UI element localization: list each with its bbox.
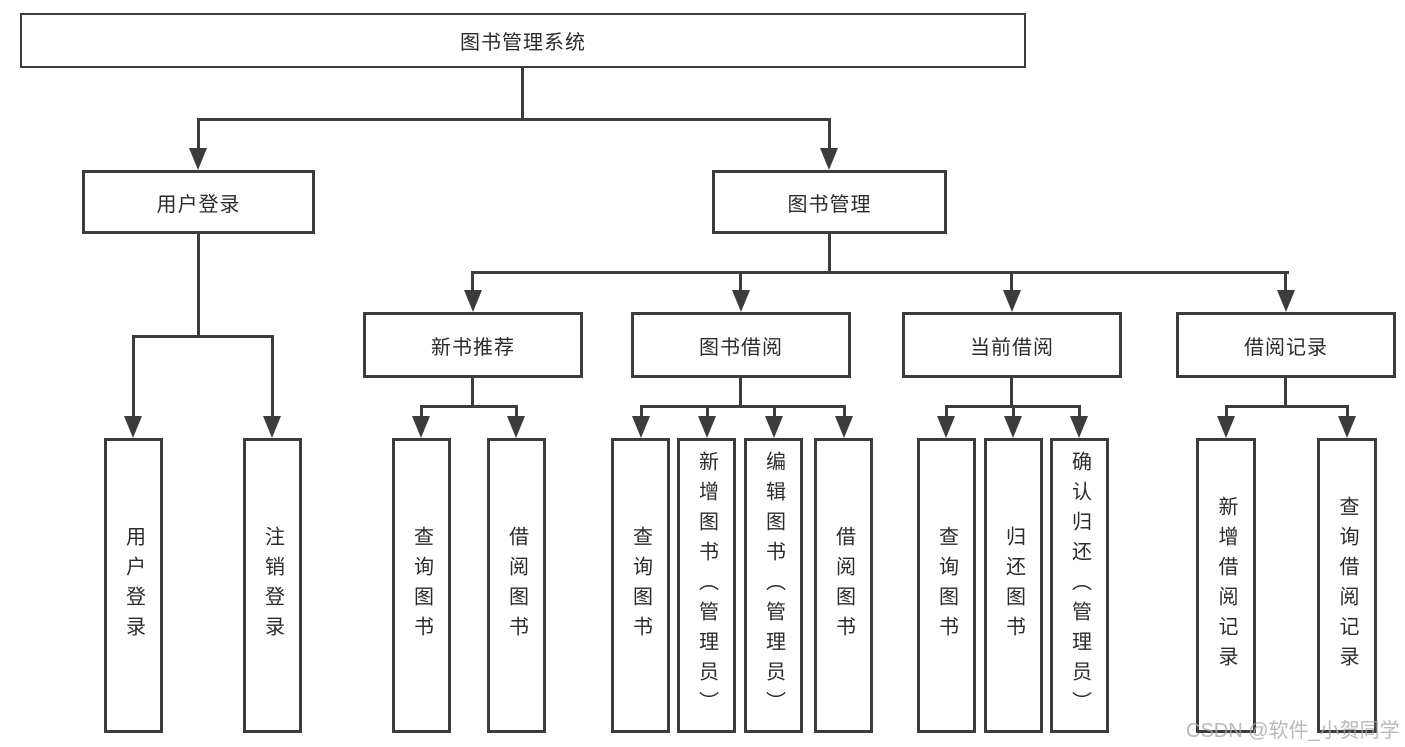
node-label: 查询图书	[935, 525, 958, 646]
node-label: 归还图书	[1002, 525, 1025, 646]
leaf-query-books-current: 查询图书	[917, 438, 976, 733]
connector-drop	[515, 405, 518, 419]
leaf-logout: 注销登录	[243, 438, 302, 733]
arrowhead-icon	[820, 148, 838, 170]
connector-drop	[1225, 405, 1228, 419]
leaf-add-books-admin: 新增图书（管理员）	[677, 438, 736, 733]
node-label: 新增借阅记录	[1215, 495, 1237, 676]
connector-borrow-records-stem	[1284, 378, 1287, 407]
connector-root-split	[197, 118, 831, 121]
node-borrow-records: 借阅记录	[1176, 312, 1396, 378]
arrowhead-icon	[632, 416, 650, 438]
arrowhead-icon	[937, 416, 955, 438]
csdn-watermark: CSDN @软件_小贺同学	[1186, 720, 1400, 742]
node-label: 图书借阅	[699, 336, 783, 359]
node-label: 查询图书	[410, 525, 433, 646]
node-label: 当前借阅	[970, 336, 1054, 359]
connector-drop	[1078, 405, 1081, 419]
connector-drop	[1346, 405, 1349, 419]
node-current-borrowing: 当前借阅	[902, 312, 1122, 378]
connector-drop-leaf-user-login	[132, 335, 135, 419]
connector-drop	[640, 405, 643, 419]
connector-drop	[843, 405, 846, 419]
arrowhead-icon	[1217, 416, 1235, 438]
connector-borrow-records-split	[1225, 405, 1349, 408]
node-label: 借阅图书	[832, 525, 855, 646]
arrowhead-icon	[189, 148, 207, 170]
arrowhead-icon	[124, 416, 142, 438]
connector-drop	[706, 405, 709, 419]
node-label: 用户登录	[156, 193, 241, 216]
connector-book-management-split	[471, 271, 1289, 274]
connector-new-book-split	[420, 405, 518, 408]
arrowhead-icon	[732, 290, 750, 312]
leaf-confirm-return-admin: 确认归还（管理员）	[1050, 438, 1109, 733]
node-label: 借阅记录	[1244, 336, 1328, 359]
node-label: 新书推荐	[431, 336, 515, 359]
leaf-query-borrow-record: 查询借阅记录	[1317, 438, 1377, 733]
arrowhead-icon	[507, 416, 525, 438]
arrowhead-icon	[412, 416, 430, 438]
arrowhead-icon	[835, 416, 853, 438]
node-label: 查询图书	[629, 525, 652, 646]
connector-drop	[1012, 405, 1015, 419]
node-label: 查询借阅记录	[1336, 495, 1358, 676]
node-label: 编辑图书（管理员）	[762, 450, 785, 721]
node-label: 图书管理	[787, 193, 872, 216]
connector-drop-book-borrowing	[739, 271, 742, 293]
connector-drop-book-management	[828, 118, 831, 152]
node-label: 借阅图书	[505, 525, 528, 646]
leaf-add-borrow-record: 新增借阅记录	[1196, 438, 1256, 733]
connector-current-borrowing-stem	[1010, 378, 1013, 407]
arrowhead-icon	[765, 416, 783, 438]
arrowhead-icon	[1070, 416, 1088, 438]
arrowhead-icon	[1004, 416, 1022, 438]
connector-drop-user-login	[197, 118, 200, 152]
arrowhead-icon	[263, 416, 281, 438]
connector-drop-new-book-recommend	[471, 271, 474, 293]
connector-new-book-stem	[471, 378, 474, 407]
leaf-user-login: 用户登录	[104, 438, 163, 733]
connector-drop	[773, 405, 776, 419]
arrowhead-icon	[698, 416, 716, 438]
leaf-borrow-books-recommend: 借阅图书	[487, 438, 546, 733]
node-library-management-system: 图书管理系统	[20, 13, 1026, 68]
connector-root-stem	[521, 68, 524, 121]
connector-drop	[420, 405, 423, 419]
arrowhead-icon	[464, 290, 482, 312]
node-label: 新增图书（管理员）	[695, 450, 718, 721]
leaf-borrow-books-borrowing: 借阅图书	[814, 438, 873, 733]
node-book-management: 图书管理	[712, 170, 947, 234]
connector-drop-borrow-records	[1284, 271, 1287, 293]
arrowhead-icon	[1003, 290, 1021, 312]
node-user-login: 用户登录	[82, 170, 315, 234]
leaf-query-books-recommend: 查询图书	[392, 438, 451, 733]
connector-user-login-stem	[197, 234, 200, 335]
arrowhead-icon	[1338, 416, 1356, 438]
node-label: 图书管理系统	[460, 32, 586, 54]
node-book-borrowing: 图书借阅	[631, 312, 851, 378]
leaf-edit-books-admin: 编辑图书（管理员）	[744, 438, 803, 733]
node-label: 确认归还（管理员）	[1068, 450, 1091, 721]
leaf-return-books: 归还图书	[984, 438, 1043, 733]
node-label: 用户登录	[122, 525, 145, 646]
connector-user-login-split	[132, 335, 273, 338]
connector-book-borrowing-stem	[739, 378, 742, 407]
leaf-query-books-borrowing: 查询图书	[611, 438, 670, 733]
arrowhead-icon	[1277, 290, 1295, 312]
connector-drop	[945, 405, 948, 419]
connector-book-borrowing-split	[640, 405, 846, 408]
node-new-book-recommend: 新书推荐	[363, 312, 583, 378]
node-label: 注销登录	[261, 525, 284, 646]
connector-book-management-stem	[828, 234, 831, 273]
connector-drop-current-borrowing	[1010, 271, 1013, 293]
connector-drop-leaf-logout	[271, 335, 274, 419]
